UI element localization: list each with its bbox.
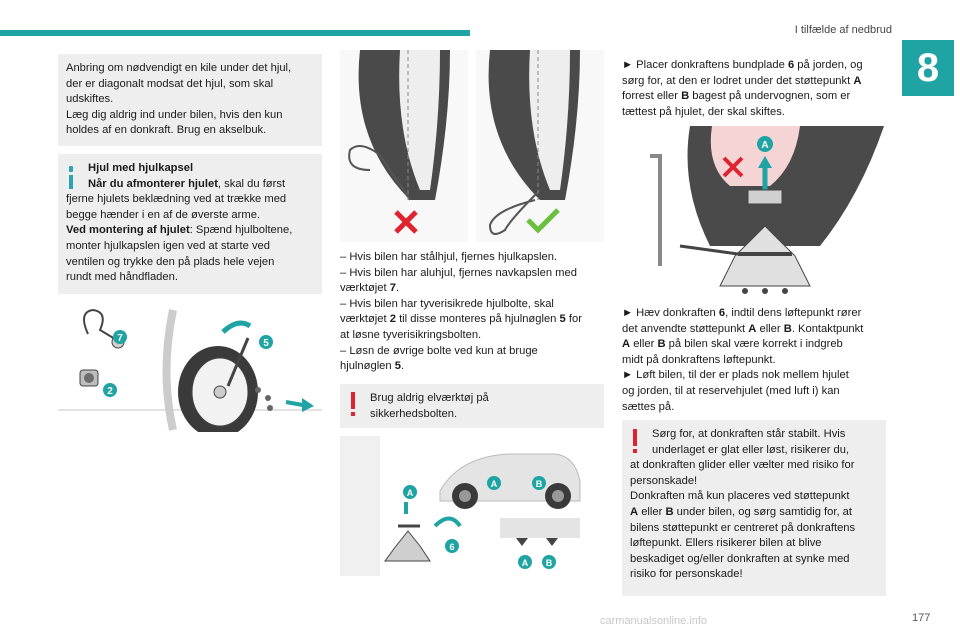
- svg-text:5: 5: [263, 338, 269, 349]
- svg-text:B: B: [536, 479, 543, 489]
- callout-A-jack: A: [403, 485, 417, 499]
- warning-icon: [351, 392, 355, 409]
- svg-text:A: A: [407, 488, 414, 498]
- page-number: 177: [912, 612, 931, 624]
- info-icon: [69, 166, 73, 172]
- wrong-cross-icon: [722, 156, 744, 178]
- callout-A-underbody: A: [518, 555, 532, 569]
- place-jack-paragraph: ► Placer donkraftens bundplade 6 på jord…: [622, 59, 863, 118]
- warning-icon: [633, 429, 637, 446]
- svg-text:7: 7: [117, 333, 123, 344]
- svg-text:A: A: [522, 558, 529, 568]
- jack-support-points-figure: A B A 6 A B: [340, 436, 604, 576]
- callout-A-contact: A: [757, 136, 773, 152]
- callout-2: 2: [103, 383, 117, 397]
- svg-text:6: 6: [449, 542, 454, 552]
- lift-car-paragraph: ► Hæv donkraften 6, indtil dens løftepun…: [622, 307, 864, 413]
- hook-placement-figure: [340, 50, 604, 242]
- callout-6: 6: [445, 539, 459, 553]
- info-box-hubcap: Hjul med hjulkapsel Når du afmonterer hj…: [58, 154, 322, 294]
- wrong-cross-icon: [394, 210, 418, 234]
- svg-text:A: A: [491, 479, 498, 489]
- warning-icon-dot: [351, 412, 355, 416]
- watermark: carmanualsonline.info: [600, 615, 708, 627]
- note-box-wedge: Anbring om nødvendigt en kile under det …: [58, 54, 322, 146]
- warning-box-jack-stability: Sørg for, at donkraften står stabilt. Hv…: [622, 420, 886, 596]
- callout-7: 7: [113, 330, 127, 344]
- callout-5: 5: [259, 335, 273, 349]
- svg-text:A: A: [761, 140, 768, 151]
- section-title: I tilfælde af nedbrud: [794, 24, 892, 36]
- jack-lift-figure: A: [620, 126, 884, 300]
- svg-text:2: 2: [107, 386, 113, 397]
- wheel-tools-figure: 7 2 5: [58, 302, 322, 432]
- correct-check-icon: [526, 208, 560, 234]
- info-icon-stem: [69, 175, 73, 189]
- callout-B-underbody: B: [542, 555, 556, 569]
- steps-list: – Hvis bilen har stålhjul, fjernes hjulk…: [340, 251, 582, 373]
- callout-A-side: A: [487, 476, 501, 490]
- warning-icon-dot: [633, 449, 637, 453]
- header-accent-bar: [0, 30, 470, 36]
- warning-box-power-tools: Brug aldrig elværktøj på sikkerhedsbolte…: [340, 384, 604, 428]
- chapter-tab: 8: [902, 40, 954, 96]
- callout-B-side: B: [532, 476, 546, 490]
- svg-text:B: B: [546, 558, 553, 568]
